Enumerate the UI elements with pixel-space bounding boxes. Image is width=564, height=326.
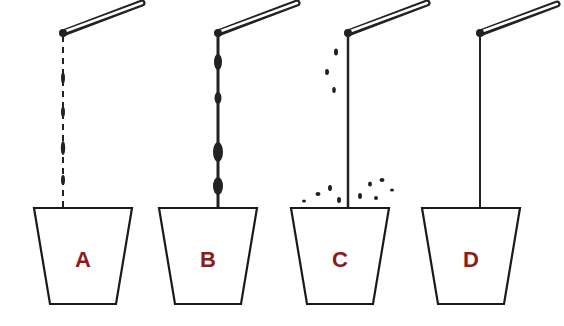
- stream-d: [480, 36, 481, 207]
- cup-label: C: [332, 249, 348, 271]
- cup: B: [158, 207, 258, 305]
- pipe-a: [59, 3, 142, 37]
- stream-c: [302, 36, 394, 207]
- cup-label: B: [200, 249, 216, 271]
- cup-shape: [422, 208, 520, 304]
- cup-shape: [34, 208, 132, 304]
- cup-shape: [159, 208, 257, 304]
- cup-shape: [291, 208, 389, 304]
- pipe-d: [476, 4, 557, 37]
- cup: C: [290, 207, 390, 305]
- stream-a: [61, 36, 65, 207]
- cup-label: D: [463, 249, 479, 271]
- cup: D: [421, 207, 521, 305]
- cup-label: A: [75, 249, 91, 271]
- cup: A: [33, 207, 133, 305]
- pipe-b: [214, 3, 297, 37]
- stream-b: [213, 36, 223, 207]
- pipes: [59, 3, 557, 37]
- pipe-c: [344, 3, 427, 37]
